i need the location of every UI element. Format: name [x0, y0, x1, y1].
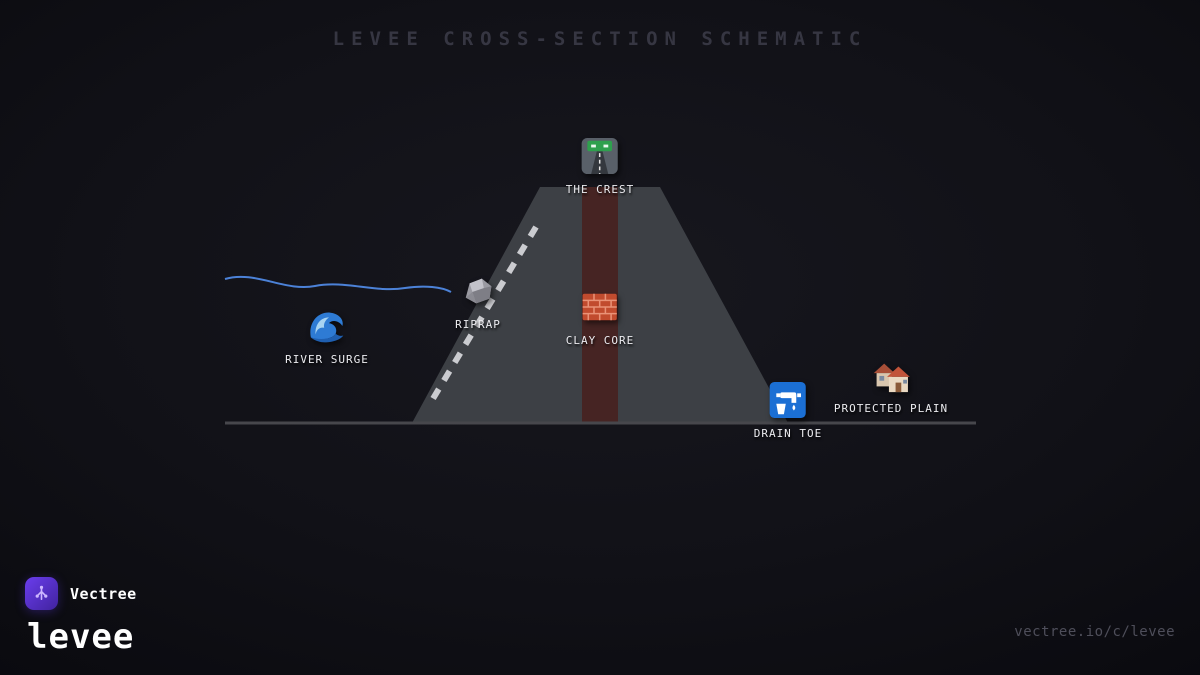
brand-lockup: Vectree levee [25, 577, 137, 657]
page-title: LEVEE CROSS-SECTION SCHEMATIC [332, 28, 868, 50]
node-drain-toe: DRAIN TOE [754, 381, 823, 440]
vectree-logo [25, 577, 58, 610]
branch-tree-icon [35, 585, 48, 601]
faucet-icon [769, 381, 807, 419]
node-clay-core: CLAY CORE [566, 288, 635, 347]
water-surface-line [224, 275, 452, 293]
river-surge-label: RIVER SURGE [285, 353, 369, 366]
node-river-surge: RIVER SURGE [285, 305, 369, 366]
motorway-icon [581, 137, 619, 175]
clay-core-label: CLAY CORE [565, 334, 635, 347]
protected-plain-label: PROTECTED PLAIN [833, 402, 949, 415]
node-protected-plain: PROTECTED PLAIN [834, 356, 948, 415]
brick-icon [582, 293, 618, 321]
footer-url: vectree.io/c/levee [1014, 624, 1175, 640]
crest-label: THE CREST [565, 183, 635, 196]
project-name: levee [27, 617, 135, 657]
riprap-dashed-line [425, 225, 539, 409]
node-riprap: RIPRAP [455, 272, 501, 331]
node-crest: THE CREST [566, 137, 635, 196]
brand-name: Vectree [70, 584, 137, 603]
drain-toe-label: DRAIN TOE [753, 427, 823, 440]
houses-icon [873, 363, 910, 393]
rock-icon [465, 278, 492, 304]
riprap-label: RIPRAP [455, 318, 501, 331]
wave-icon [310, 312, 344, 343]
